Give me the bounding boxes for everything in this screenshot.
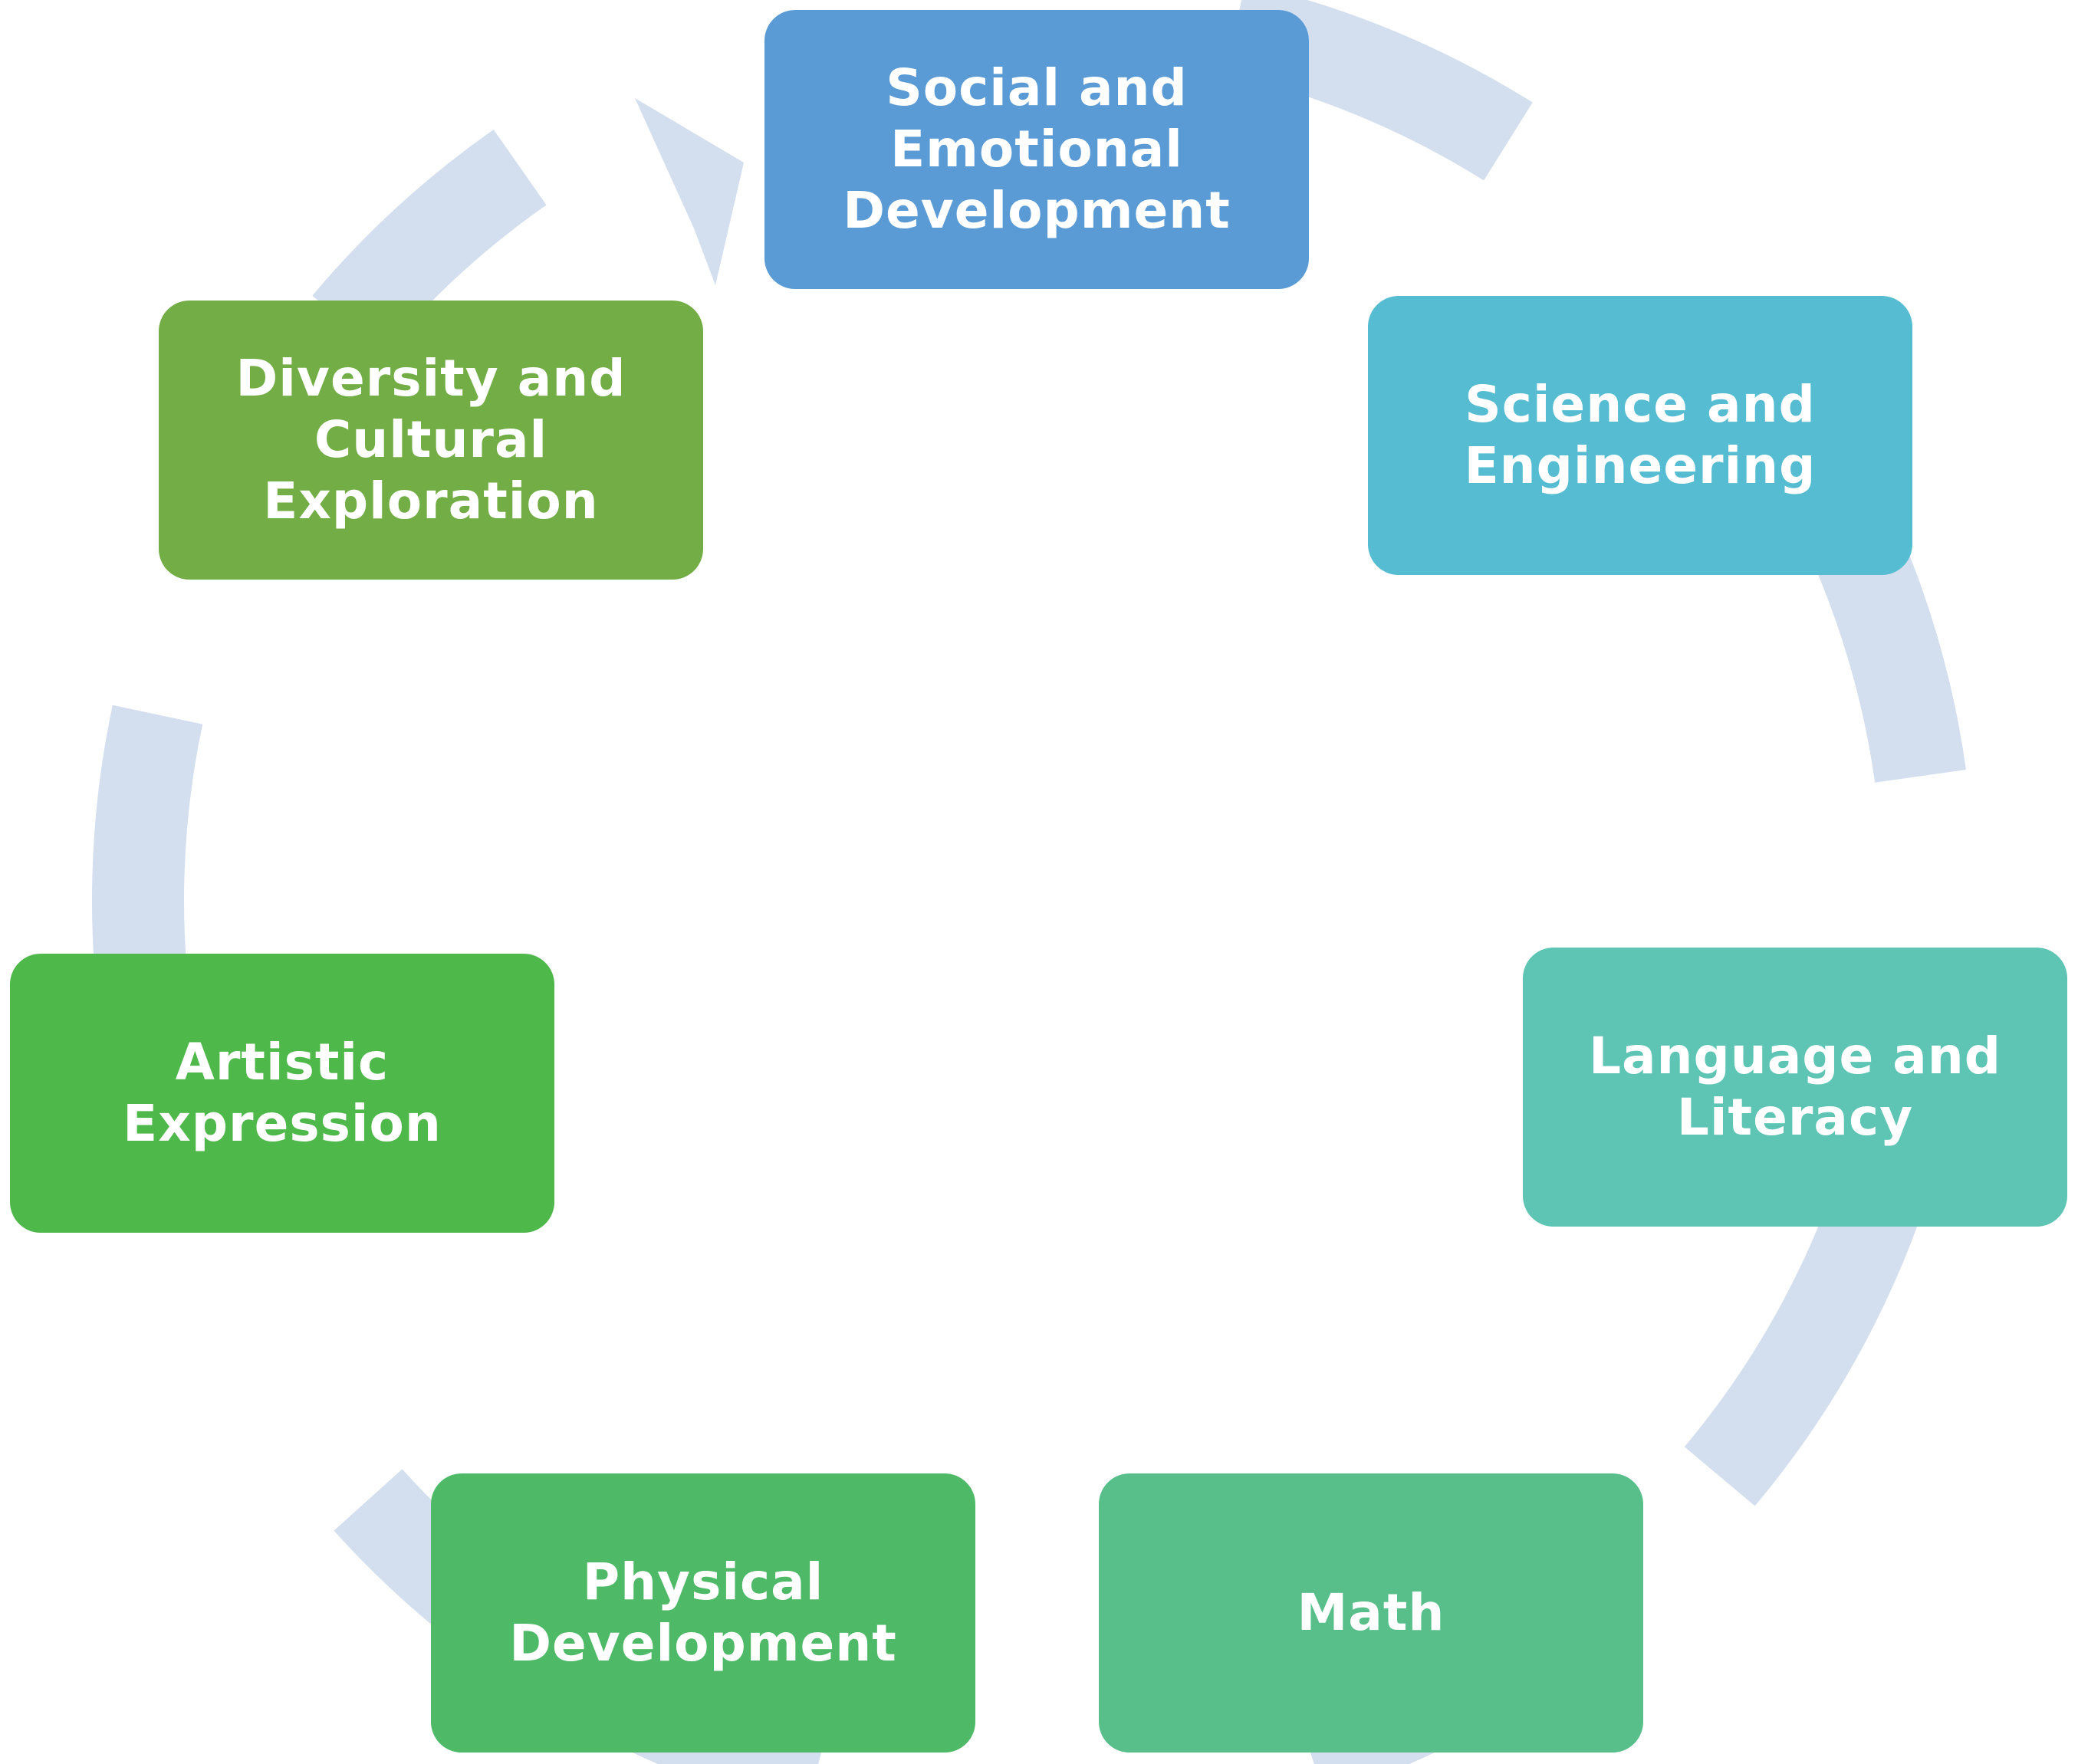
node-language-literacy: Language and Literacy: [1523, 948, 2067, 1227]
node-label: Science and Engineering: [1464, 375, 1817, 495]
node-label: Artistic Expression: [123, 1033, 442, 1153]
node-science-engineering: Science and Engineering: [1368, 296, 1912, 575]
node-label: Social and Emotional Development: [843, 58, 1231, 240]
node-artistic-expression: Artistic Expression: [10, 954, 554, 1233]
node-physical-development: Physical Development: [431, 1473, 975, 1753]
node-label: Math: [1297, 1583, 1445, 1642]
node-diversity-cultural-exploration: Diversity and Cultural Exploration: [159, 301, 703, 580]
node-label: Diversity and Cultural Exploration: [235, 349, 626, 531]
node-label: Language and Literacy: [1588, 1027, 2002, 1147]
node-label: Physical Development: [509, 1552, 897, 1673]
arrowhead-icon: [635, 98, 744, 285]
node-math: Math: [1099, 1473, 1643, 1753]
node-social-emotional-development: Social and Emotional Development: [764, 10, 1309, 289]
